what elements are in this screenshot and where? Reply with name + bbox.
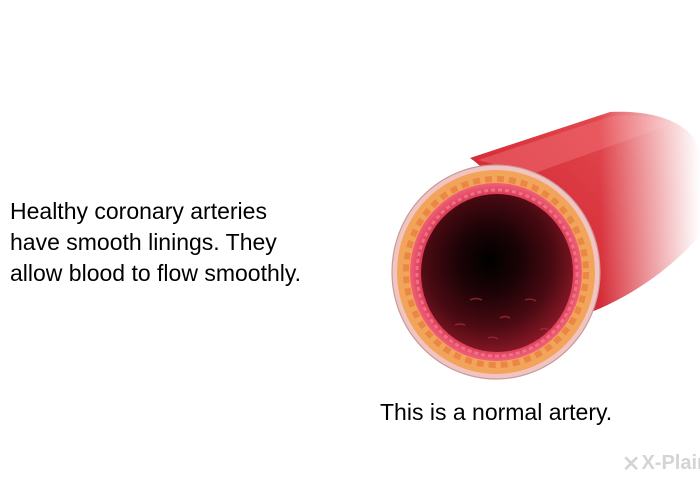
x-plain-logo-mark-icon: ⨯ xyxy=(622,450,641,475)
artery-cross-section-illustration xyxy=(391,105,700,380)
description-line-2: have smooth linings. They xyxy=(10,229,277,255)
x-plain-logo: ⨯ X-Plain xyxy=(622,448,700,478)
x-plain-logo-text: X-Plain xyxy=(641,451,700,474)
description-line-3: allow blood to flow smoothly. xyxy=(10,260,302,286)
artery-opening xyxy=(391,164,601,380)
artery-caption: This is a normal artery. xyxy=(380,399,613,425)
description-line-1: Healthy coronary arteries xyxy=(10,198,267,224)
description-text: Healthy coronary arteries have smooth li… xyxy=(10,196,390,289)
